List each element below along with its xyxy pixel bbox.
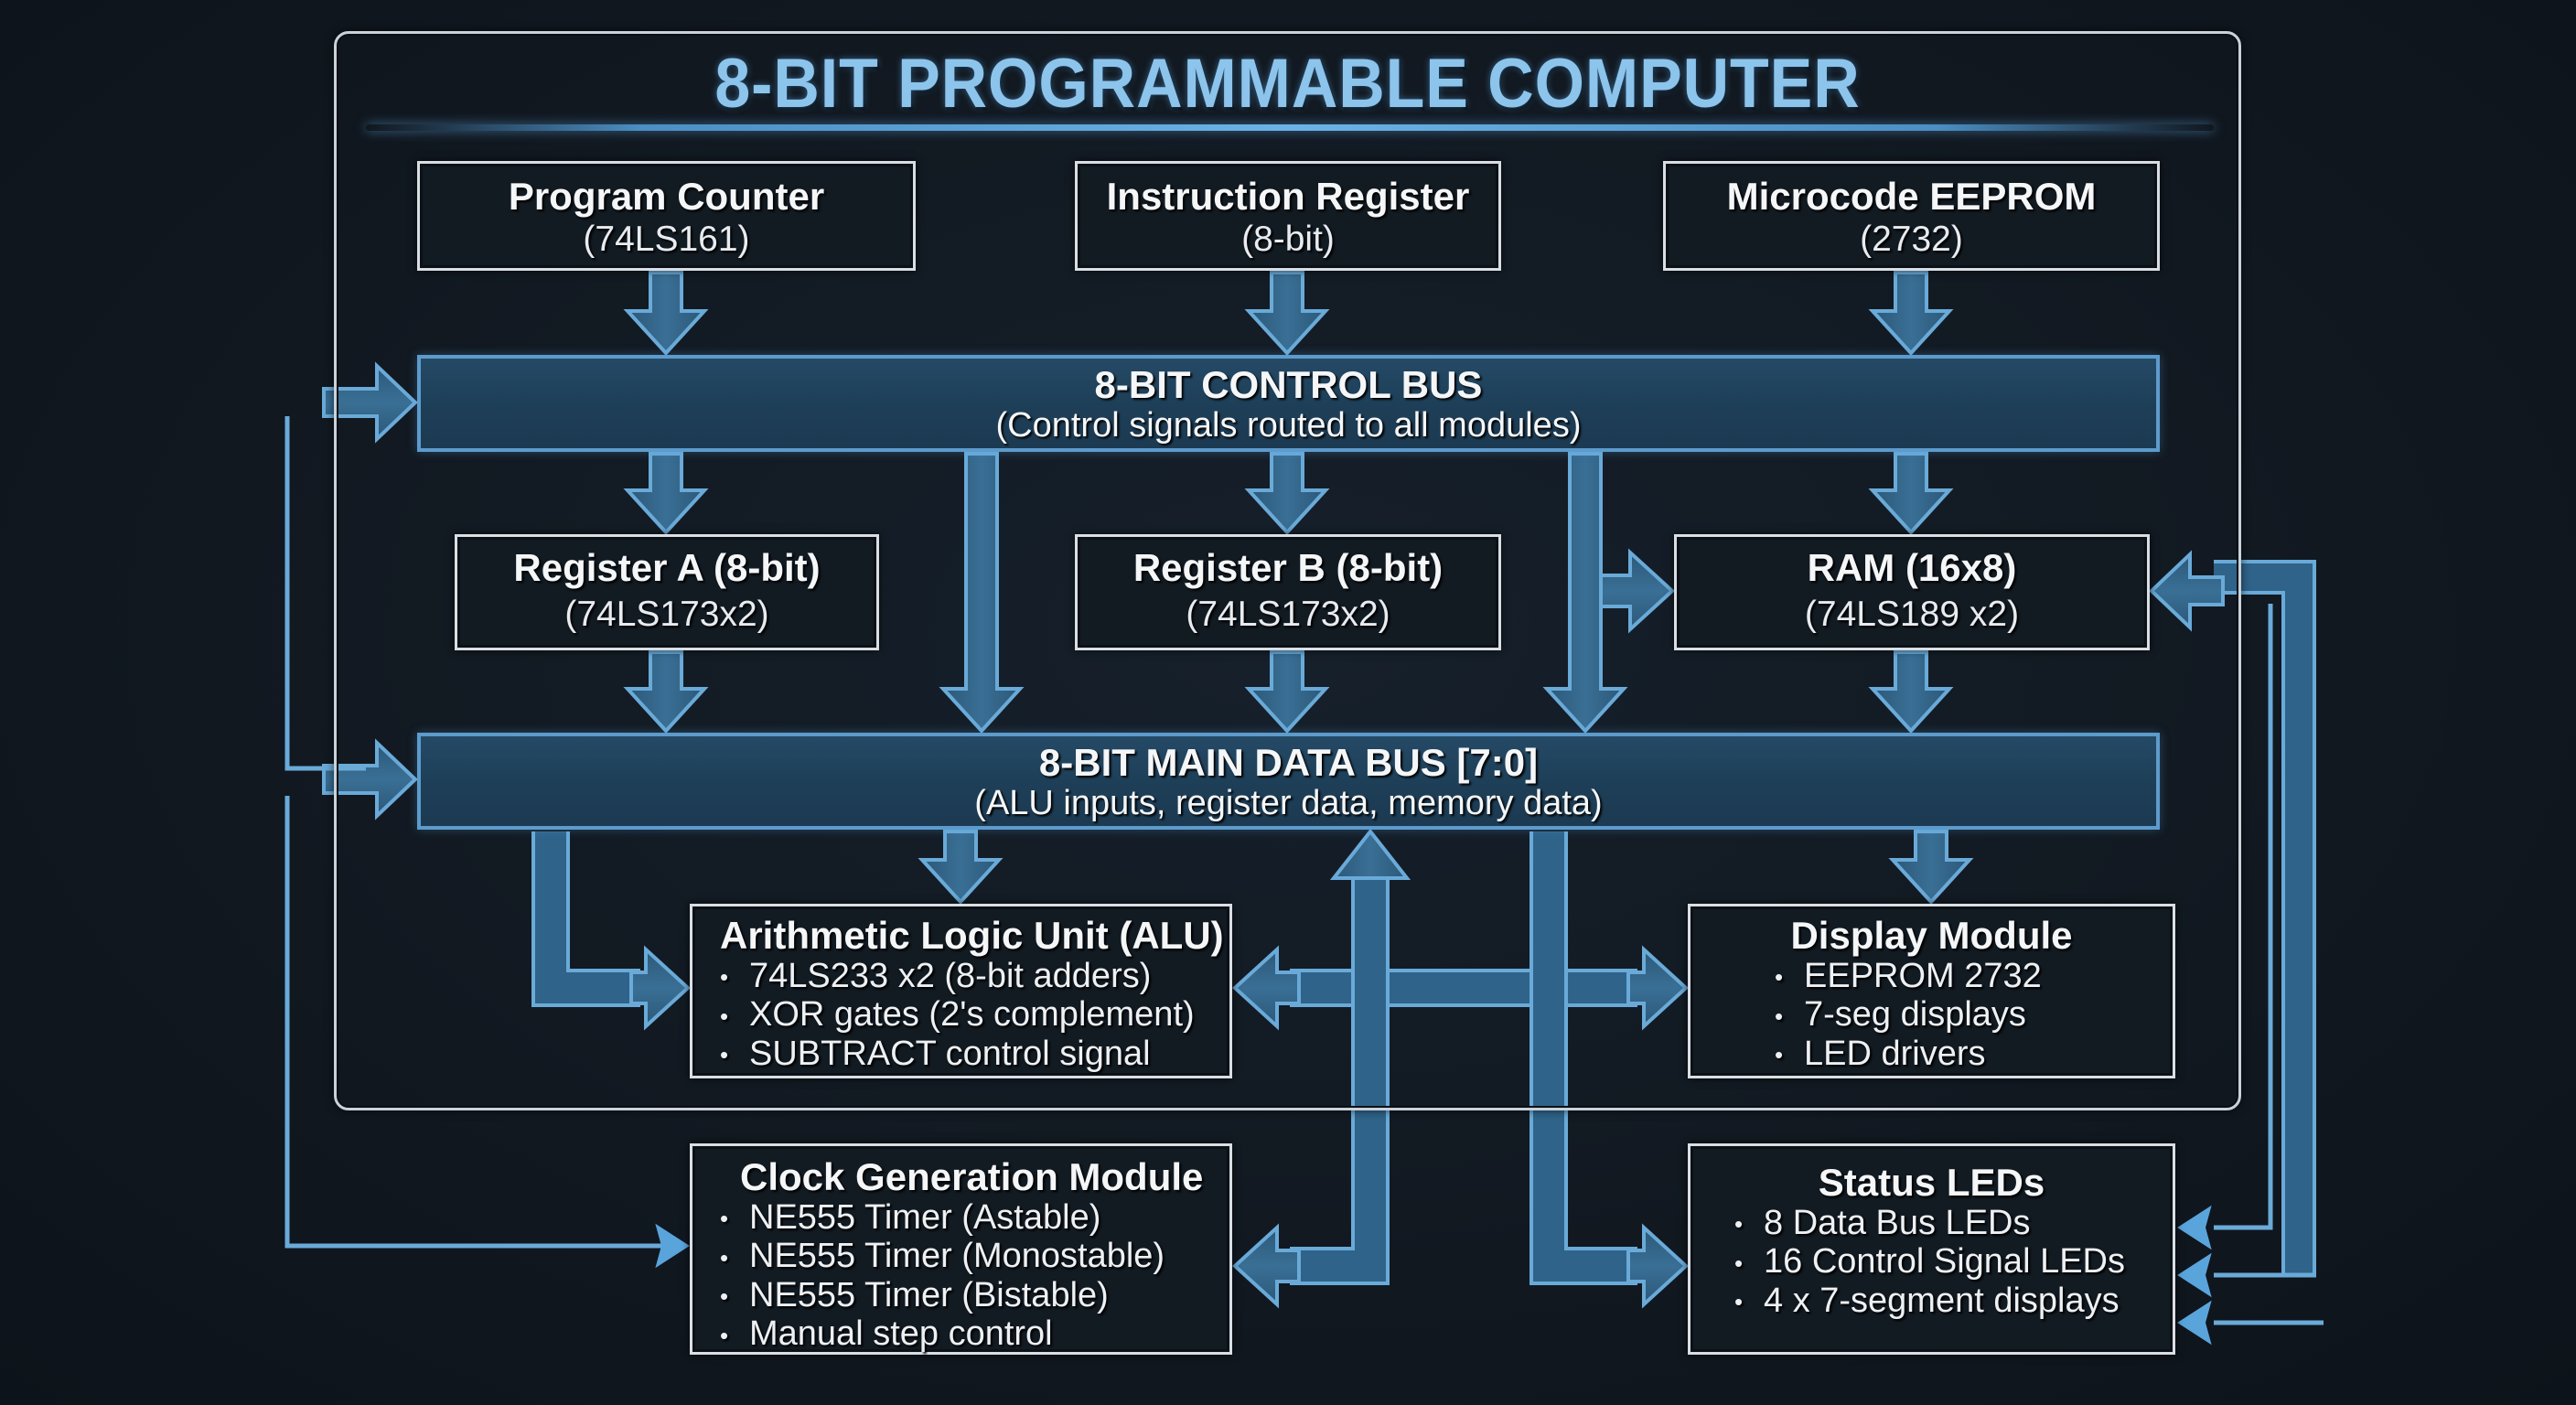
data-bus-subtitle: (ALU inputs, register data, memory data): [974, 784, 1603, 822]
arrow-data-bus-to-alu-top: [918, 830, 1004, 905]
arrow-ir-to-control-bus: [1244, 271, 1330, 356]
list-item: NE555 Timer (Monostable): [720, 1238, 1229, 1276]
pipe-clock-to-data-bus: [1290, 878, 1386, 1282]
module-subtitle: (74LS173x2): [1186, 595, 1390, 634]
pipe-status-to-ram: [2214, 563, 2313, 1275]
module-title: Clock Generation Module: [740, 1155, 1204, 1198]
list-item: Manual step control: [720, 1315, 1229, 1354]
arrow-data-bus-to-display-top: [1888, 830, 1974, 905]
alu-feature-list: 74LS233 x2 (8-bit adders) XOR gates (2's…: [720, 957, 1229, 1074]
arrow-reg-a-to-data-bus: [623, 650, 709, 734]
display-feature-list: EEPROM 2732 7-seg displays LED drivers: [1690, 957, 2173, 1074]
arrow-control-to-ram-side: [1599, 548, 1675, 634]
arrow-control-bus-to-ram: [1868, 452, 1954, 535]
data-bus-title: 8-BIT MAIN DATA BUS [7:0]: [1038, 741, 1539, 784]
module-subtitle: (2732): [1860, 220, 1963, 259]
alu-module[interactable]: Arithmetic Logic Unit (ALU) 74LS233 x2 (…: [690, 904, 1232, 1078]
arrow-reg-b-to-data-bus: [1244, 650, 1330, 734]
arrowhead-status-3: [2177, 1300, 2212, 1346]
page-title: 8-BIT PROGRAMMABLE COMPUTER: [714, 45, 1861, 123]
arrow-control-bus-to-data-bus-right: [1542, 452, 1628, 734]
control-bus[interactable]: 8-BIT CONTROL BUS (Control signals route…: [417, 355, 2160, 452]
line-left-to-clock: [284, 796, 677, 1249]
list-item: NE555 Timer (Bistable): [720, 1276, 1229, 1315]
arrowhead-status-1: [2177, 1205, 2212, 1250]
list-item: NE555 Timer (Astable): [720, 1198, 1229, 1238]
status-leds-module[interactable]: Status LEDs 8 Data Bus LEDs 16 Control S…: [1688, 1143, 2175, 1355]
module-title: Arithmetic Logic Unit (ALU): [720, 914, 1224, 957]
module-subtitle: (8-bit): [1241, 220, 1335, 259]
module-title: Register B (8-bit): [1132, 546, 1444, 589]
line-left-feedback-upper: [284, 416, 366, 771]
list-item: SUBTRACT control signal: [720, 1035, 1229, 1074]
control-bus-subtitle: (Control signals routed to all modules): [995, 406, 1582, 445]
arrow-data-bus-to-alu-side: [629, 945, 691, 1031]
program-counter-module[interactable]: Program Counter (74LS161): [417, 161, 916, 271]
arrow-left-to-control-bus: [322, 361, 418, 444]
arrow-to-ram-side: [2149, 550, 2225, 632]
computer-enclosure-frame: [334, 31, 2241, 1110]
arrow-clock-to-data-bus-head: [1329, 828, 1411, 880]
register-b-module[interactable]: Register B (8-bit) (74LS173x2): [1075, 534, 1501, 650]
module-title: Program Counter: [508, 175, 825, 218]
clock-generation-module[interactable]: Clock Generation Module NE555 Timer (Ast…: [690, 1143, 1232, 1355]
module-title: RAM (16x8): [1807, 546, 2017, 589]
main-data-bus[interactable]: 8-BIT MAIN DATA BUS [7:0] (ALU inputs, r…: [417, 733, 2160, 830]
arrow-to-display: [1626, 945, 1689, 1031]
arrow-pc-to-control-bus: [623, 271, 709, 356]
list-item: 16 Control Signal LEDs: [1734, 1243, 2173, 1282]
list-item: 8 Data Bus LEDs: [1734, 1204, 2173, 1243]
list-item: LED drivers: [1775, 1035, 2173, 1074]
instruction-register-module[interactable]: Instruction Register (8-bit): [1075, 161, 1501, 271]
list-item: 7-seg displays: [1775, 996, 2173, 1035]
list-item: XOR gates (2's complement): [720, 996, 1229, 1035]
arrow-control-bus-to-reg-a: [623, 452, 709, 535]
register-a-module[interactable]: Register A (8-bit) (74LS173x2): [455, 534, 879, 650]
list-item: 74LS233 x2 (8-bit adders): [720, 957, 1229, 996]
arrow-to-status-leds: [1626, 1223, 1689, 1309]
status-leds-feature-list: 8 Data Bus LEDs 16 Control Signal LEDs 4…: [1690, 1204, 2173, 1321]
list-item: EEPROM 2732: [1775, 957, 2173, 996]
arrow-to-alu: [1232, 945, 1301, 1031]
display-module[interactable]: Display Module EEPROM 2732 7-seg display…: [1688, 904, 2175, 1078]
arrow-control-bus-to-data-bus-left: [939, 452, 1025, 734]
line-ram-to-status-1: [2214, 604, 2273, 1230]
arrowhead-to-clock: [655, 1223, 690, 1269]
module-title: Status LEDs: [1818, 1161, 2045, 1204]
title-underline: [366, 124, 2214, 131]
arrow-to-clock: [1232, 1223, 1301, 1309]
control-bus-title: 8-BIT CONTROL BUS: [1094, 363, 1483, 406]
ram-module[interactable]: RAM (16x8) (74LS189 x2): [1674, 534, 2150, 650]
pipe-data-bus-to-alu-side: [535, 831, 640, 1003]
arrow-left-to-data-bus: [322, 738, 418, 820]
list-item: 4 x 7-segment displays: [1734, 1282, 2173, 1321]
pipe-data-bus-to-status: [1533, 831, 1637, 1282]
module-subtitle: (74LS173x2): [564, 595, 769, 634]
module-title: Register A (8-bit): [513, 546, 821, 589]
microcode-eeprom-module[interactable]: Microcode EEPROM (2732): [1663, 161, 2160, 271]
module-title: Instruction Register: [1106, 175, 1470, 218]
arrowhead-status-2: [2177, 1252, 2212, 1298]
module-subtitle: (74LS189 x2): [1804, 595, 2020, 634]
arrow-control-bus-to-reg-b: [1244, 452, 1330, 535]
arrow-eeprom-to-control-bus: [1868, 271, 1954, 356]
module-subtitle: (74LS161): [583, 220, 750, 259]
module-title: Display Module: [1790, 914, 2073, 957]
clock-feature-list: NE555 Timer (Astable) NE555 Timer (Monos…: [720, 1198, 1229, 1355]
module-title: Microcode EEPROM: [1726, 175, 2097, 218]
arrow-ram-to-data-bus: [1868, 650, 1954, 734]
